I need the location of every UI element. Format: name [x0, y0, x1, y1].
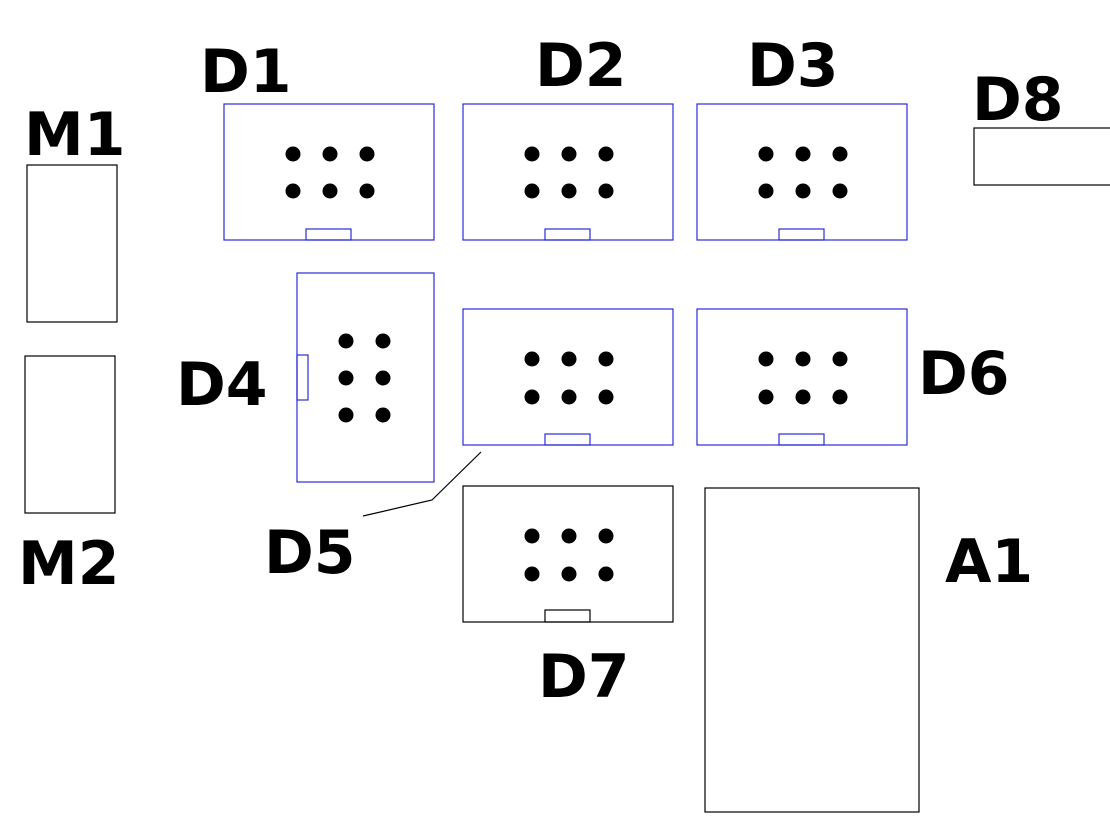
seat [598, 528, 614, 544]
seat [524, 528, 540, 544]
seat [795, 389, 811, 405]
desk-d5-seats [524, 351, 614, 405]
label-d6: D6 [918, 339, 1010, 409]
seat [524, 389, 540, 405]
room-m2 [24, 355, 116, 514]
desk-d5-outline [462, 308, 674, 446]
seat [832, 389, 848, 405]
desk-d6-seats [758, 351, 848, 405]
desk-d6-door [778, 433, 825, 446]
label-d4: D4 [176, 350, 268, 420]
seat [524, 351, 540, 367]
seat [795, 183, 811, 199]
seat [832, 183, 848, 199]
desk-d3 [696, 103, 908, 241]
seat [524, 566, 540, 582]
room-m1 [26, 164, 118, 323]
seat [561, 183, 577, 199]
seat [359, 183, 375, 199]
seat [524, 146, 540, 162]
seat [832, 351, 848, 367]
seat [598, 566, 614, 582]
desk-d8 [973, 127, 1110, 186]
desk-d3-seats [758, 146, 848, 199]
seat [338, 370, 354, 386]
seat [524, 183, 540, 199]
desk-d2 [462, 103, 674, 241]
seat [598, 351, 614, 367]
desk-d5-door [544, 433, 591, 446]
seat [598, 183, 614, 199]
desk-d7-door [544, 609, 591, 623]
seat [561, 146, 577, 162]
desk-d4 [296, 272, 435, 483]
label-m2: M2 [18, 529, 119, 599]
desk-d7-seats [524, 528, 614, 582]
desk-d1-outline [223, 103, 435, 241]
seat [795, 146, 811, 162]
seat [285, 146, 301, 162]
desk-d4-outline [296, 272, 435, 483]
seat [758, 389, 774, 405]
room-a1 [704, 487, 920, 813]
seat [375, 370, 391, 386]
seat [758, 351, 774, 367]
seat [758, 183, 774, 199]
room-m2-outline [24, 355, 116, 514]
room-a1-outline [704, 487, 920, 813]
seat [375, 407, 391, 423]
desk-d2-outline [462, 103, 674, 241]
desk-d2-seats [524, 146, 614, 199]
desk-d4-door [296, 354, 309, 401]
desk-d2-door [544, 228, 591, 241]
label-d2: D2 [535, 31, 627, 101]
desk-d4-seats [338, 333, 391, 423]
seat [359, 146, 375, 162]
seat [322, 183, 338, 199]
desk-d8-outline [973, 127, 1110, 186]
seat [598, 389, 614, 405]
desk-d6 [696, 308, 908, 446]
seat [561, 389, 577, 405]
seat [322, 146, 338, 162]
desk-d6-outline [696, 308, 908, 446]
desk-d1-seats [285, 146, 375, 199]
label-m1: M1 [24, 100, 125, 170]
desk-d5 [462, 308, 674, 446]
seat [795, 351, 811, 367]
seat [598, 146, 614, 162]
seat [561, 351, 577, 367]
desk-d1 [223, 103, 435, 241]
seat [832, 146, 848, 162]
seat [338, 333, 354, 349]
desk-d1-door [305, 228, 352, 241]
label-d1: D1 [200, 37, 292, 107]
desk-d7-outline [462, 485, 674, 623]
seat [375, 333, 391, 349]
desk-d3-door [778, 228, 825, 241]
label-d8: D8 [972, 65, 1064, 135]
label-d5: D5 [264, 518, 356, 588]
seat [285, 183, 301, 199]
seat [561, 528, 577, 544]
desk-d7 [462, 485, 674, 623]
desk-d3-outline [696, 103, 908, 241]
desk-d5-leader-line [362, 451, 482, 517]
label-a1: A1 [945, 527, 1033, 597]
room-m1-outline [26, 164, 118, 323]
label-d7: D7 [538, 642, 630, 712]
seat [561, 566, 577, 582]
seat [758, 146, 774, 162]
label-d3: D3 [747, 31, 839, 101]
seat [338, 407, 354, 423]
